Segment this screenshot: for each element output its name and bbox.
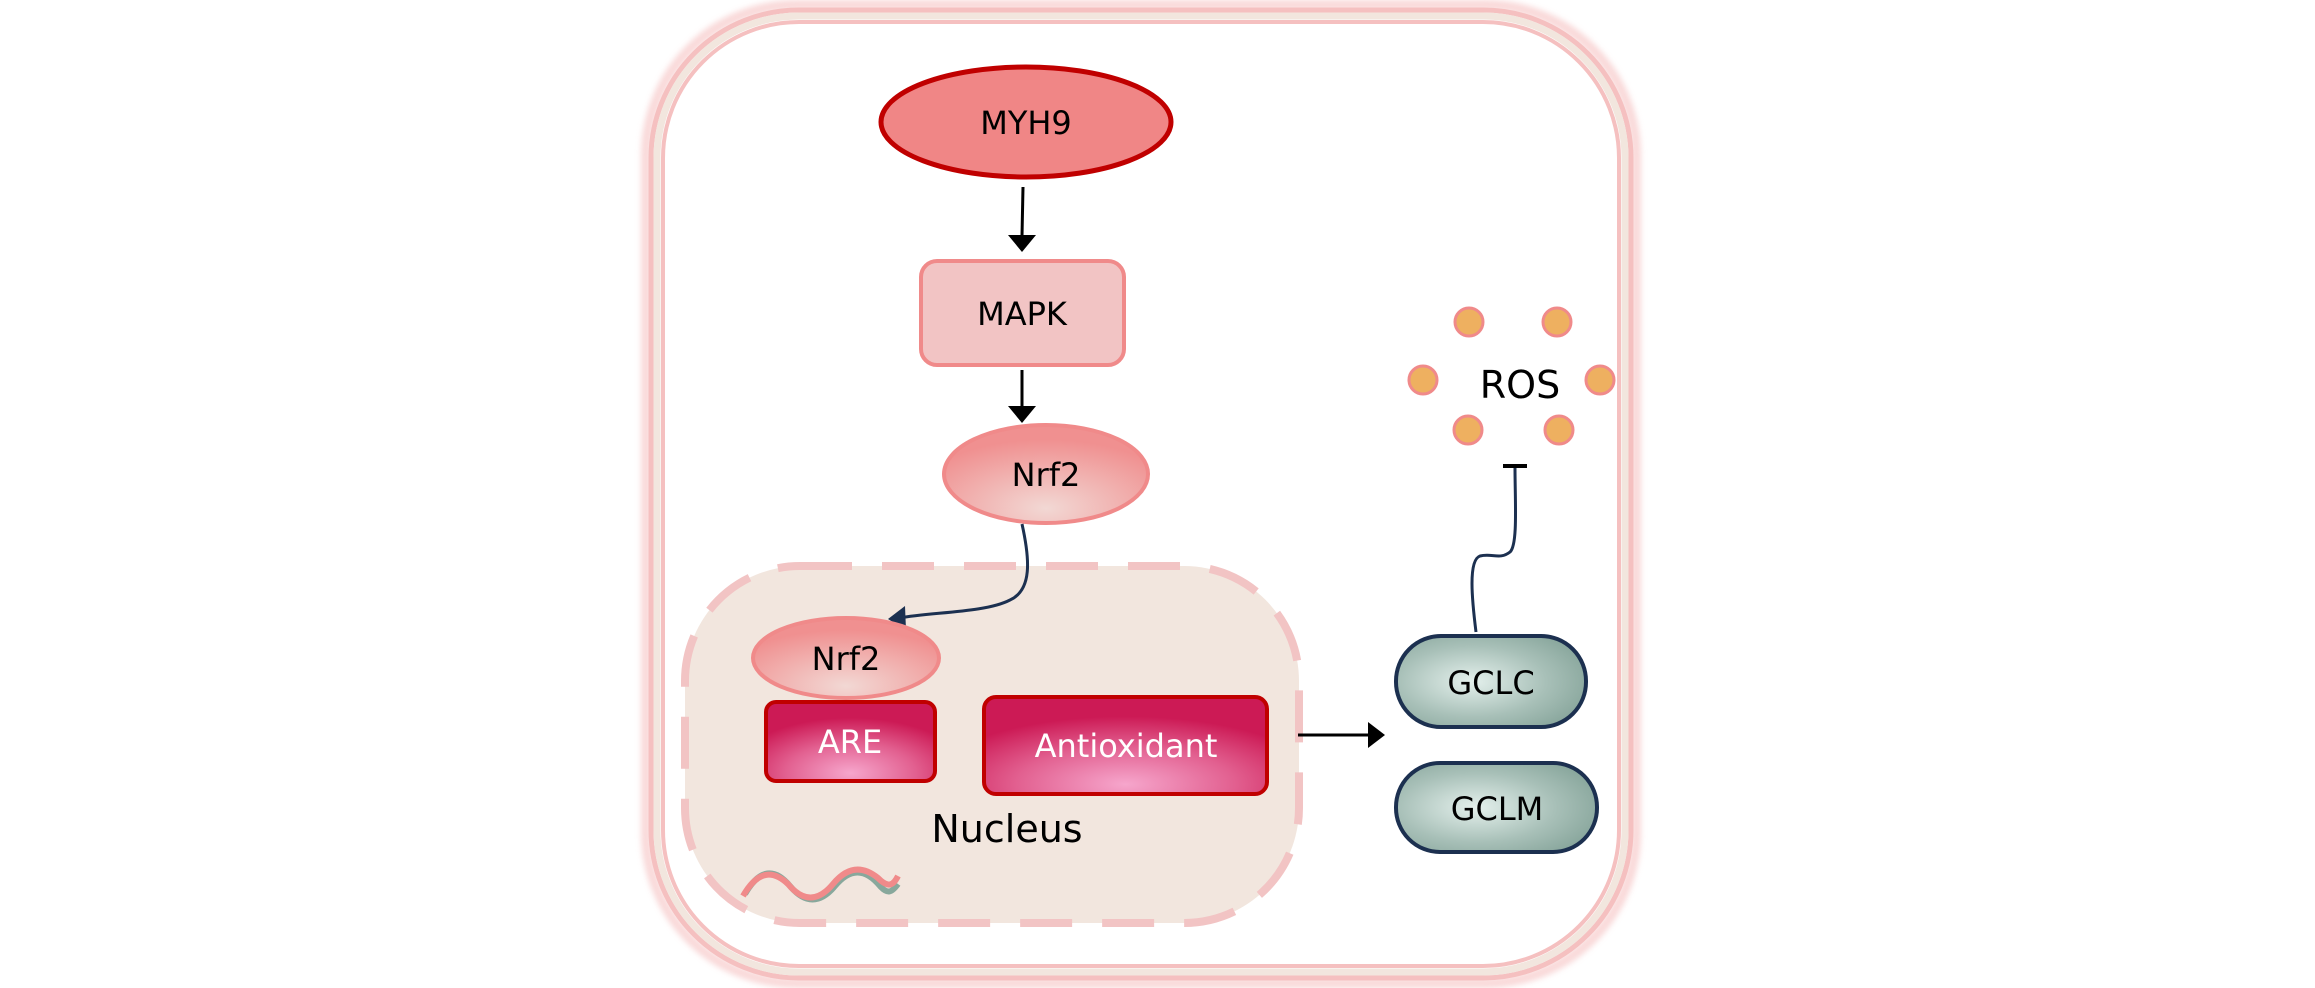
arrow-antioxidant-to-gcl [1298, 722, 1385, 748]
node-ros[interactable]: ROS [1407, 306, 1616, 446]
gclc-label: GCLC [1447, 664, 1534, 702]
are-label: ARE [818, 723, 882, 761]
node-gclm[interactable]: GCLM [1394, 761, 1599, 854]
inhibition-gclc-to-ros [1470, 464, 1527, 633]
node-myh9[interactable]: MYH9 [878, 64, 1174, 180]
arrow-myh9-to-mapk [1008, 186, 1036, 252]
nrf2-nucleus-label: Nrf2 [812, 640, 881, 678]
node-nrf2-cytoplasm[interactable]: Nrf2 [942, 423, 1150, 525]
gclm-label: GCLM [1451, 790, 1544, 828]
nucleus-label: Nucleus [931, 807, 1082, 851]
ros-particle [1452, 414, 1484, 446]
node-nrf2-nucleus[interactable]: Nrf2 [751, 616, 941, 700]
antioxidant-label: Antioxidant [1035, 727, 1218, 765]
node-gclc[interactable]: GCLC [1394, 634, 1588, 729]
arrow-mapk-to-nrf2 [1008, 370, 1036, 423]
mapk-label: MAPK [977, 295, 1068, 333]
ros-particle [1453, 306, 1485, 338]
dna-helix-icon [740, 866, 901, 903]
node-antioxidant[interactable]: Antioxidant [982, 695, 1269, 796]
myh9-label: MYH9 [980, 104, 1072, 142]
ros-particle [1543, 414, 1575, 446]
ros-particle [1407, 364, 1439, 396]
ros-particle [1584, 364, 1616, 396]
ros-particle [1541, 306, 1573, 338]
node-mapk[interactable]: MAPK [919, 259, 1126, 367]
node-are[interactable]: ARE [764, 700, 937, 783]
nrf2-cytoplasm-label: Nrf2 [1012, 456, 1081, 494]
ros-label: ROS [1480, 363, 1560, 407]
